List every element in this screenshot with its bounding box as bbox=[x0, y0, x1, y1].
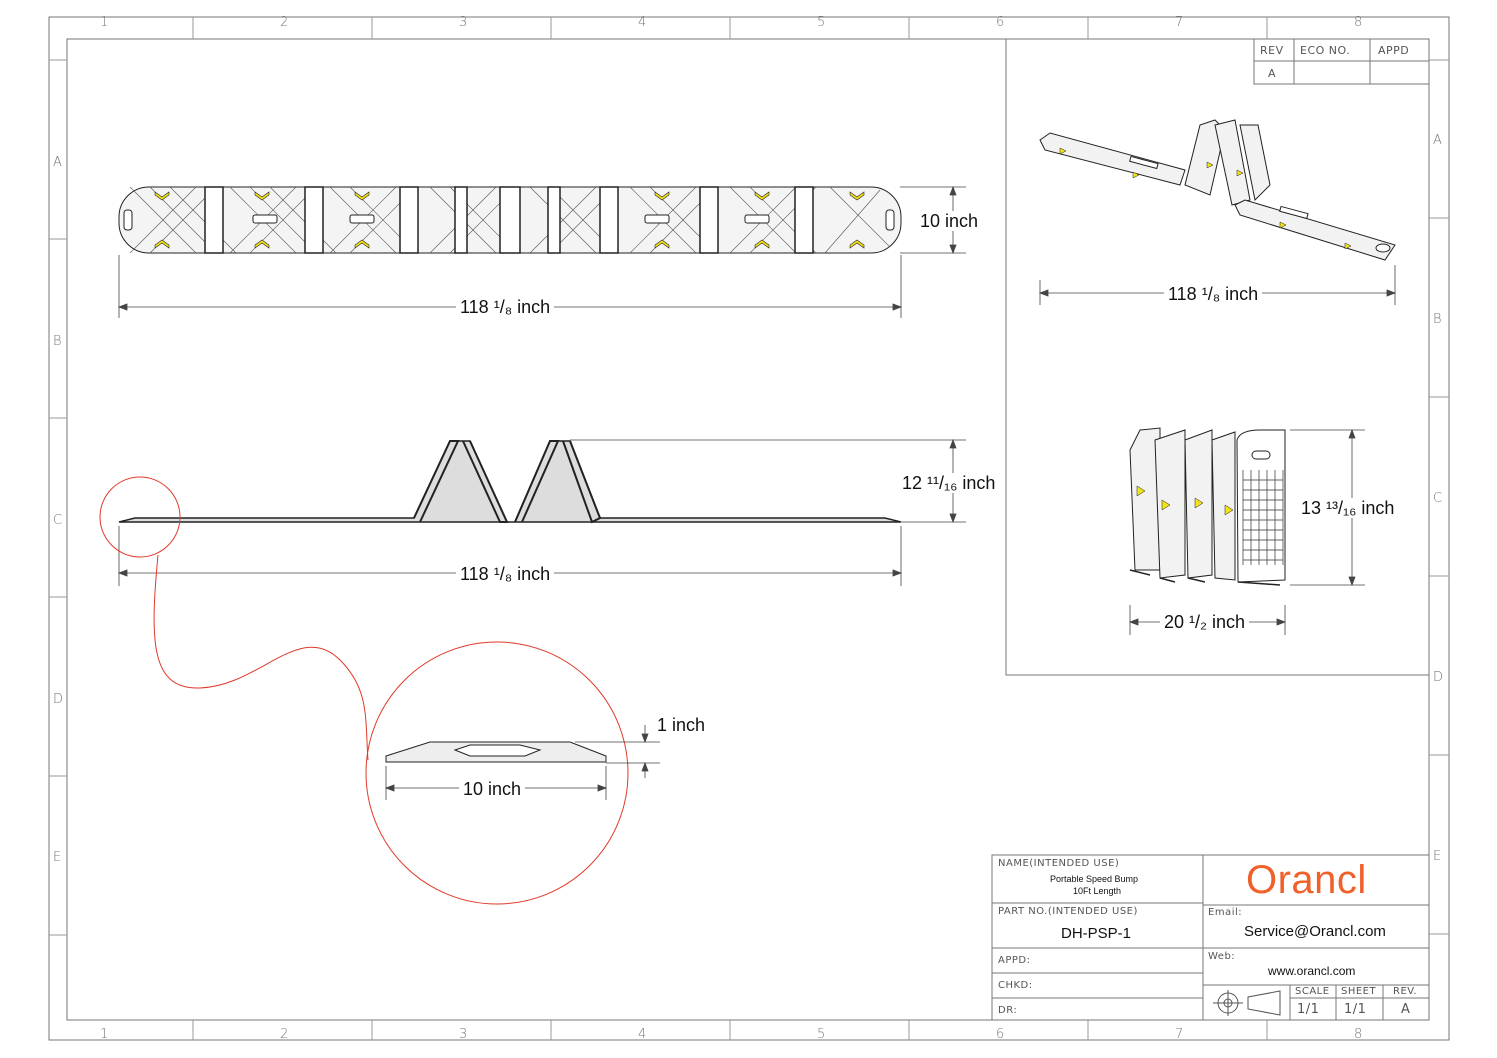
sheet-label: SHEET bbox=[1341, 986, 1377, 997]
grid-col-4-top: 4 bbox=[638, 15, 647, 30]
grid-row-e-right: E bbox=[1433, 849, 1442, 864]
side-view-length-label: 118 ¹/₈ inch bbox=[456, 564, 555, 584]
rev-value-title: A bbox=[1401, 1002, 1411, 1017]
side-view-bump bbox=[118, 440, 902, 524]
grid-row-c-right: C bbox=[1433, 491, 1443, 506]
web-value: www.orancl.com bbox=[1268, 964, 1356, 978]
revision-table bbox=[1253, 38, 1430, 85]
grid-col-3-bottom: 3 bbox=[459, 1027, 468, 1042]
folded-view-bump bbox=[1129, 427, 1286, 586]
top-view-length-label: 118 ¹/₈ inch bbox=[456, 297, 555, 317]
appd-header: APPD bbox=[1378, 44, 1410, 57]
grid-col-1-bottom: 1 bbox=[100, 1027, 109, 1042]
detail-callout bbox=[99, 476, 629, 905]
chkd-label: CHKD: bbox=[998, 980, 1033, 991]
part-number: DH-PSP-1 bbox=[1061, 925, 1132, 942]
detail-thickness-label: 1 inch bbox=[653, 715, 710, 735]
top-view-width-label: 10 inch bbox=[916, 211, 983, 231]
grid-row-d-left: D bbox=[53, 692, 64, 707]
name-line-2: 10Ft Length bbox=[1073, 886, 1122, 896]
grid-col-1-top: 1 bbox=[100, 15, 109, 30]
grid-col-5-bottom: 5 bbox=[817, 1027, 826, 1042]
side-view-height-label: 12 ¹¹/₁₆ inch bbox=[898, 473, 1000, 493]
grid-col-6-bottom: 6 bbox=[996, 1027, 1005, 1042]
grid-row-c-left: C bbox=[53, 513, 63, 528]
web-label: Web: bbox=[1208, 951, 1236, 962]
rev-header: REV bbox=[1260, 44, 1284, 57]
part-label: PART NO.(INTENDED USE) bbox=[998, 906, 1138, 917]
scale-label: SCALE bbox=[1295, 986, 1330, 997]
grid-col-5-top: 5 bbox=[817, 15, 826, 30]
rev-label: REV. bbox=[1393, 986, 1417, 997]
grid-row-d-right: D bbox=[1433, 670, 1444, 685]
grid-col-4-bottom: 4 bbox=[638, 1027, 647, 1042]
detail-section bbox=[385, 741, 607, 763]
grid-row-b-left: B bbox=[53, 334, 62, 349]
sheet-value: 1/1 bbox=[1344, 1002, 1367, 1017]
grid-col-2-bottom: 2 bbox=[280, 1027, 289, 1042]
grid-col-8-top: 8 bbox=[1354, 15, 1363, 30]
email-label: Email: bbox=[1208, 907, 1243, 918]
dr-label: DR: bbox=[998, 1005, 1018, 1016]
iso-length-label: 118 ¹/₈ inch bbox=[1164, 284, 1263, 304]
eco-header: ECO NO. bbox=[1300, 44, 1351, 57]
grid-row-a-left: A bbox=[53, 155, 62, 170]
grid-col-7-bottom: 7 bbox=[1175, 1027, 1184, 1042]
grid-col-2-top: 2 bbox=[280, 15, 289, 30]
title-block bbox=[991, 854, 1430, 1021]
grid-col-7-top: 7 bbox=[1175, 15, 1184, 30]
grid-row-b-right: B bbox=[1433, 312, 1442, 327]
detail-width-label: 10 inch bbox=[459, 779, 526, 799]
grid-col-3-top: 3 bbox=[459, 15, 468, 30]
grid-row-e-left: E bbox=[53, 850, 62, 865]
scale-value: 1/1 bbox=[1297, 1002, 1320, 1017]
projection-symbol bbox=[1213, 990, 1281, 1016]
iso-view-bump bbox=[1039, 119, 1396, 261]
appd-label: APPD: bbox=[998, 955, 1031, 966]
name-line-1: Portable Speed Bump bbox=[1050, 874, 1139, 884]
company-logo: Orancl bbox=[1246, 858, 1367, 902]
grid-row-a-right: A bbox=[1433, 133, 1442, 148]
folded-width-label: 20 ¹/₂ inch bbox=[1160, 612, 1250, 632]
grid-col-8-bottom: 8 bbox=[1354, 1027, 1363, 1042]
name-label: NAME(INTENDED USE) bbox=[998, 858, 1120, 869]
grid-col-6-top: 6 bbox=[996, 15, 1005, 30]
email-value: Service@Orancl.com bbox=[1244, 923, 1386, 940]
rev-value: A bbox=[1268, 67, 1277, 80]
top-view-bump bbox=[118, 186, 902, 254]
folded-height-label: 13 ¹³/₁₆ inch bbox=[1297, 498, 1399, 518]
